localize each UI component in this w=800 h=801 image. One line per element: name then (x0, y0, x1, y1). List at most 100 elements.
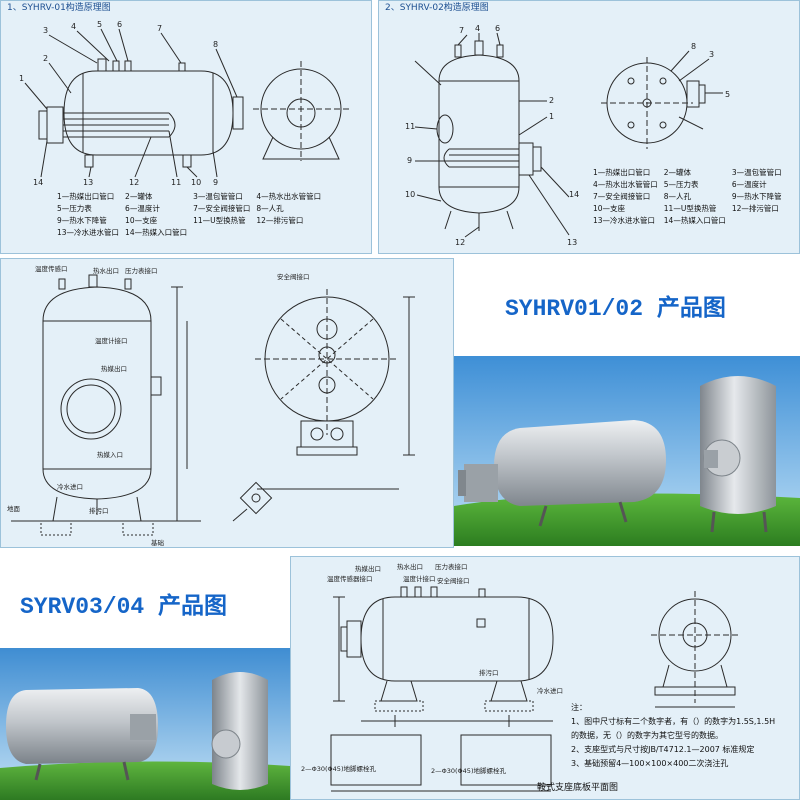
legend-item: 8—人孔 (663, 192, 692, 201)
p3-label-temp-sensor: 温度传感口 (35, 264, 68, 273)
legend-item: 13—冷水进水管口 (593, 216, 656, 225)
legend-item: 4—热水出水管管口 (593, 180, 658, 189)
p2-callout-7: 7 (459, 26, 464, 35)
vertical-dimension-diagram: 温度传感口 热水出口 压力表接口 安全阀接口 温度计接口 热媒出口 热媒入口 冷… (7, 264, 415, 547)
p1-callout-4: 4 (71, 22, 76, 31)
panel2-legend: 1—热媒出口管口 2—罐体 3—温包管管口 4—热水出水管管口 5—压力表 6—… (593, 167, 782, 227)
p2-callout-11: 11 (405, 122, 415, 131)
syhrv02-diagram: 7 4 6 8 3 5 2 1 11 9 10 12 13 14 (405, 24, 730, 247)
p2-callout-3: 3 (709, 50, 714, 59)
note-line: 3、基础预留4—100×100×400二次浇注孔 (571, 759, 729, 768)
legend-item: 1—热媒出口管口 (593, 168, 651, 177)
p3-label-hot-water-out: 热水出口 (93, 266, 119, 275)
legend-item: 14—热媒入口管口 (125, 228, 188, 237)
p1-callout-14: 14 (33, 178, 43, 187)
p6-label-pressure: 压力表接口 (435, 562, 468, 571)
p3-label-pressure-gauge: 压力表接口 (125, 266, 158, 275)
p2-callout-5: 5 (725, 90, 730, 99)
syrv-tanks-image (0, 648, 290, 800)
p2-callout-2: 2 (549, 96, 554, 105)
legend-item: 12—排污管口 (731, 204, 779, 213)
legend-item: 10—支座 (593, 204, 626, 213)
p2-callout-13: 13 (567, 238, 577, 247)
p1-callout-13: 13 (83, 178, 93, 187)
base-plate-caption: 鞍式支座底板平面图 (537, 783, 619, 793)
p6-label-hot-water-out: 热水出口 (397, 562, 423, 571)
p6-label-safety-valve: 安全阀接口 (437, 576, 470, 585)
p2-callout-14: 14 (569, 190, 579, 199)
p1-callout-2: 2 (43, 54, 48, 63)
legend-item: 14—热媒入口管口 (663, 216, 726, 225)
p1-callout-10: 10 (191, 178, 201, 187)
p1-callout-9: 9 (213, 178, 218, 187)
legend-item: 11—U型换热管 (193, 216, 246, 225)
p1-callout-12: 12 (129, 178, 139, 187)
legend-item: 3—温包管管口 (193, 192, 243, 201)
horizontal-dimension-diagram: 热媒出口 温度传感器接口 热水出口 压力表接口 安全阀接口 温度计接口 冷水进口… (301, 562, 739, 792)
p3-label-thermometer: 温度计接口 (95, 336, 128, 345)
p6-label-drain: 排污口 (479, 668, 499, 677)
p6-label-thermometer: 温度计接口 (403, 574, 436, 583)
panel2-title: 2、SYHRV-02构造原理图 (385, 3, 489, 13)
panel6-notes: 注： 1、图中尺寸标有二个数字者，有（）的数字为1.5S,1.5H 的数据，无（… (571, 701, 775, 771)
legend-item: 7—安全阀接管口 (193, 204, 251, 213)
panel-vertical-dimension-drawing: 温度传感口 热水出口 压力表接口 安全阀接口 温度计接口 热媒出口 热媒入口 冷… (0, 258, 454, 548)
panel-syhrv02-drawing: 2、SYHRV-02构造原理图 (378, 0, 800, 254)
p2-callout-9: 9 (407, 156, 412, 165)
legend-item: 3—温包管管口 (731, 168, 782, 177)
p1-callout-3: 3 (43, 26, 48, 35)
p6-label-cold-in: 冷水进口 (537, 686, 563, 695)
legend-item: 9—热水下降管 (57, 216, 107, 225)
caption-syhrv-product: SYHRV01/02 产品图 (505, 296, 726, 322)
note-line: 2、支座型式与尺寸按JB/T4712.1—2007 标准规定 (571, 745, 755, 754)
p1-callout-5: 5 (97, 20, 102, 29)
caption-syrv-product: SYRV03/04 产品图 (20, 594, 228, 620)
p1-callout-7: 7 (157, 24, 162, 33)
p6-hole-label-right: 2—Φ30(Φ45)地脚螺栓孔 (431, 766, 506, 775)
p1-callout-6: 6 (117, 20, 122, 29)
p1-callout-11: 11 (171, 178, 181, 187)
p1-callout-8: 8 (213, 40, 218, 49)
legend-item: 6—温度计 (731, 180, 767, 189)
legend-item: 6—温度计 (125, 204, 160, 213)
note-line: 的数据，无（）的数字为其它型号的数据。 (571, 731, 723, 740)
note-line: 注： (571, 703, 587, 712)
p2-callout-6: 6 (495, 24, 500, 33)
p3-label-safety-valve: 安全阀接口 (277, 272, 310, 281)
p2-callout-12: 12 (455, 238, 465, 247)
syhrv01-diagram: 3 4 5 6 7 8 2 1 14 13 12 11 10 9 (19, 20, 349, 187)
legend-item: 5—压力表 (57, 204, 92, 213)
legend-item: 9—热水下降管 (731, 192, 782, 201)
p2-callout-8: 8 (691, 42, 696, 51)
note-line: 1、图中尺寸标有二个数字者，有（）的数字为1.5S,1.5H (571, 717, 776, 726)
legend-item: 2—罐体 (663, 168, 692, 177)
p3-label-ground: 地面 (7, 504, 21, 513)
p6-label-heat-out: 热媒出口 (355, 564, 381, 573)
p6-hole-label-left: 2—Φ30(Φ45)地脚螺栓孔 (301, 764, 376, 773)
legend-item: 5—压力表 (663, 180, 699, 189)
syhrv-tanks-image (454, 356, 800, 546)
p3-label-drain: 排污口 (89, 506, 109, 515)
p3-label-foundation: 基础 (151, 538, 165, 547)
p3-label-heat-in: 热媒入口 (97, 450, 123, 459)
legend-item: 10—支座 (125, 216, 158, 225)
p3-label-heat-out: 热媒出口 (101, 364, 127, 373)
p1-callout-1: 1 (19, 74, 24, 83)
p6-label-temp-sensor: 温度传感器接口 (327, 574, 373, 583)
panel1-title: 1、SYHRV-01构造原理图 (7, 3, 111, 13)
legend-item: 12—排污管口 (256, 216, 304, 225)
legend-item: 8—人孔 (256, 204, 284, 213)
p2-callout-4: 4 (475, 24, 480, 33)
legend-item: 1—热媒出口管口 (57, 192, 115, 201)
legend-item: 4—热水出水管管口 (256, 192, 322, 201)
photo-syrv-tanks (0, 648, 290, 800)
panel-syhrv01-drawing: 1、SYHRV-01构造原理图 (0, 0, 372, 254)
panel-horizontal-dimension-drawing: 热媒出口 温度传感器接口 热水出口 压力表接口 安全阀接口 温度计接口 冷水进口… (290, 556, 800, 800)
p2-callout-10: 10 (405, 190, 415, 199)
p2-callout-1: 1 (549, 112, 554, 121)
panel1-legend: 1—热媒出口管口 2—罐体 3—温包管管口 4—热水出水管管口 5—压力表 6—… (57, 191, 321, 239)
legend-item: 13—冷水进水管口 (57, 228, 120, 237)
photo-syhrv-tanks (454, 356, 800, 546)
legend-item: 7—安全阀接管口 (593, 192, 651, 201)
p3-label-cold-in: 冷水进口 (57, 482, 83, 491)
